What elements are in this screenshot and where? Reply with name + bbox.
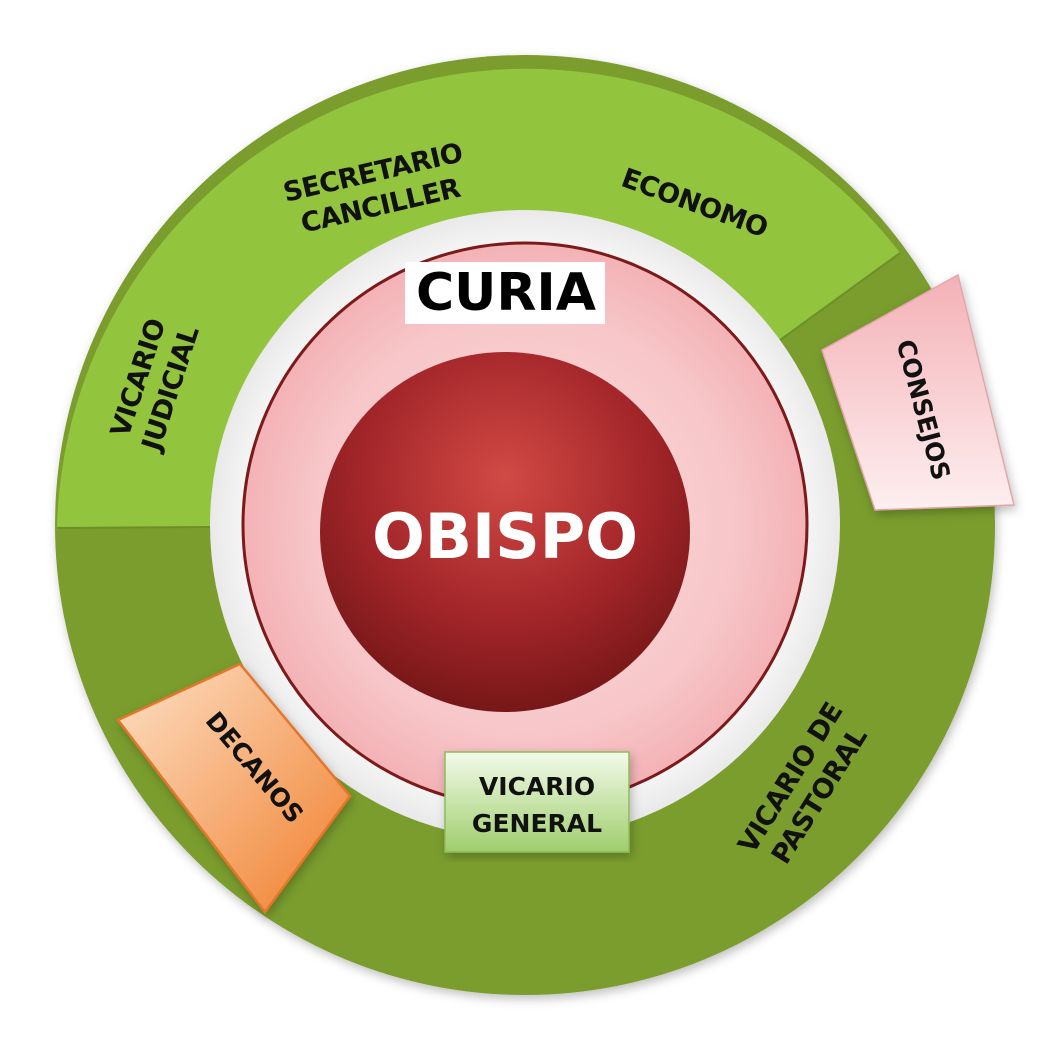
center-circle: [320, 352, 690, 712]
consejos-tab-shape: [821, 273, 1015, 511]
center-label-obispo: OBISPO: [372, 500, 638, 573]
vicario-general-shape: [444, 751, 630, 853]
vicario-general-line: GENERAL: [472, 809, 602, 838]
decanos-tab-shape: [116, 662, 352, 915]
box-vicario-general: VICARIO GENERAL: [444, 751, 630, 853]
tab-decanos: DECANOS: [116, 662, 352, 915]
tab-consejos: CONSEJOS: [821, 273, 1015, 511]
curia-title: CURIA: [416, 263, 596, 323]
curia-label-bg: [405, 262, 605, 324]
vicario-general-line: VICARIO: [479, 772, 595, 801]
